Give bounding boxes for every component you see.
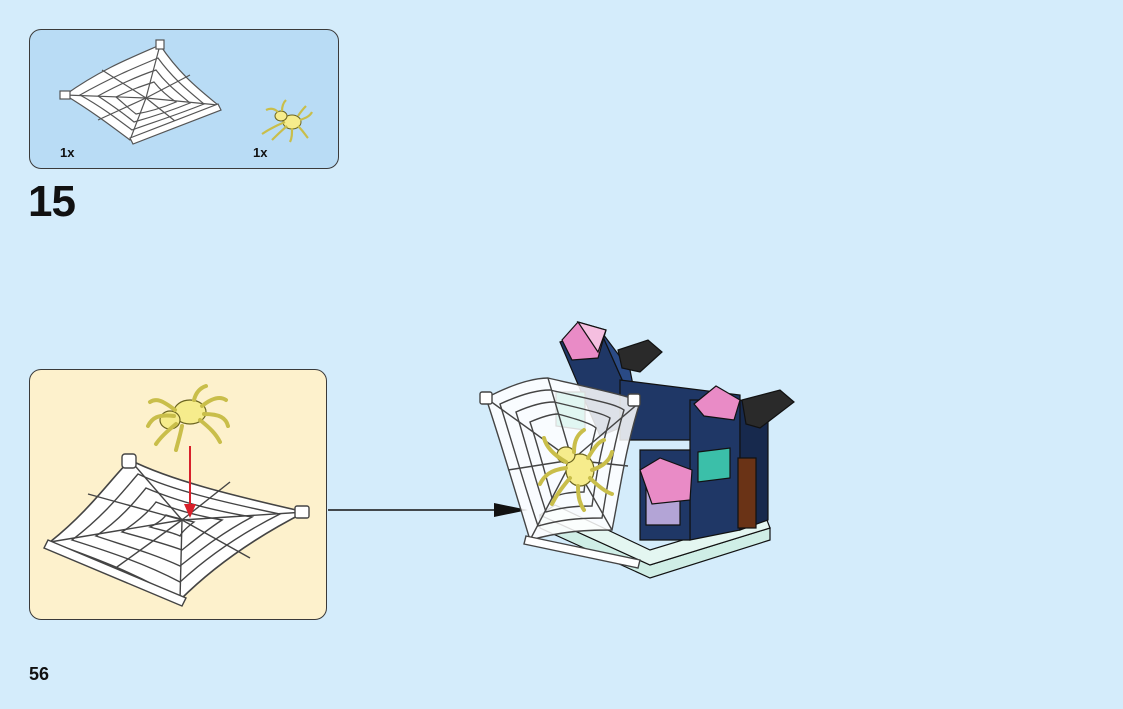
page-number: 56 [29,664,49,685]
